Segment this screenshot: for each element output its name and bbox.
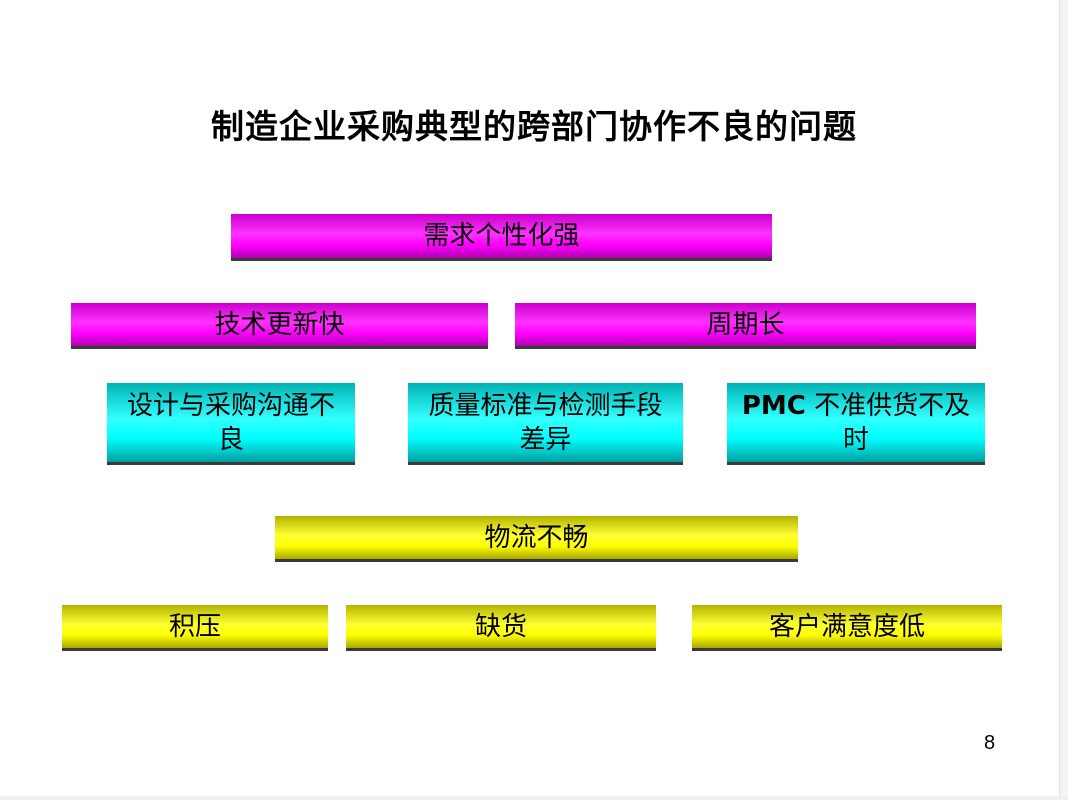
box-overstock: 积压 <box>62 605 328 651</box>
box-label: 客户满意度低 <box>768 611 925 642</box>
box-long-cycle: 周期长 <box>515 303 976 349</box>
box-quality-standards: 质量标准与检测手段差异 <box>408 383 683 465</box>
slide-edge <box>1059 0 1068 800</box>
box-pmc-supply: PMC 不准供货不及时 <box>727 383 985 465</box>
box-customer-satisfaction: 客户满意度低 <box>692 605 1002 651</box>
box-label: 需求个性化强 <box>423 221 580 251</box>
pmc-label-suffix: 不准供货不及时 <box>805 390 971 455</box>
page-number: 8 <box>984 732 996 754</box>
box-label: 积压 <box>168 611 221 642</box>
box-label: PMC 不准供货不及时 <box>727 389 985 457</box>
box-label: 设计与采购沟通不良 <box>126 390 335 455</box>
box-label: 物流不畅 <box>484 522 589 553</box>
pmc-label: PMC <box>741 390 806 421</box>
box-label: 质量标准与检测手段差异 <box>428 390 663 455</box>
slide-bottom-edge <box>0 796 1068 800</box>
slide-title: 制造企业采购典型的跨部门协作不良的问题 <box>211 107 857 146</box>
box-shortage: 缺货 <box>346 605 656 651</box>
box-label: 技术更新快 <box>214 309 345 340</box>
box-design-procurement: 设计与采购沟通不良 <box>107 383 355 465</box>
box-label: 周期长 <box>706 309 785 340</box>
box-label: 缺货 <box>474 611 527 642</box>
box-tech-update: 技术更新快 <box>71 303 488 349</box>
box-logistics: 物流不畅 <box>275 516 798 562</box>
box-demand-personalization: 需求个性化强 <box>231 214 772 261</box>
